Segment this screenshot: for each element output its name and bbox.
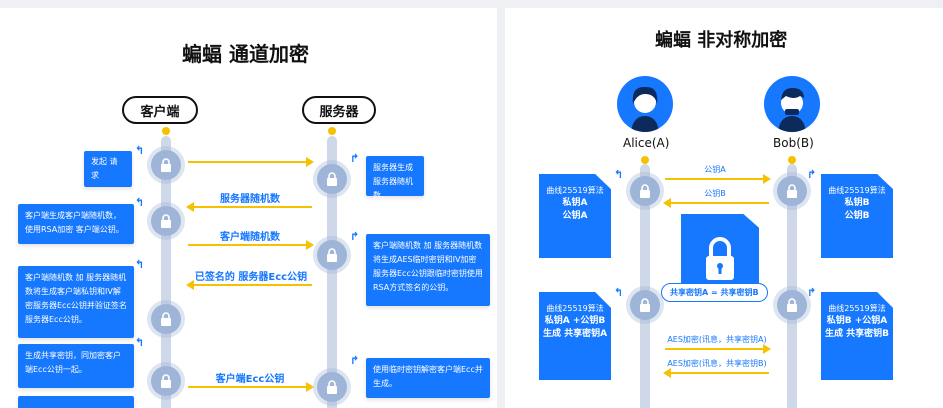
arrow-label-public-key-a: 公钥A [704,165,726,174]
server-step-box: 客户端随机数 加 服务器随机数将生成AES临时密钥和IV加密服务器Ecc公钥跟临… [366,234,490,306]
server-track-start-dot [328,127,336,135]
lock-icon [313,160,351,198]
arrow-label-aes-a: AES加密(讯息，共享密钥A) [667,335,767,344]
lock-icon [147,146,185,184]
lock-icon [773,286,811,324]
request-arrow [188,157,314,167]
alice-track-start-dot [641,156,649,164]
channel-encryption-title: 蝙蝠 通道加密 [182,42,309,66]
server-random-arrow [186,202,312,212]
lock-icon [626,286,664,324]
arrow-label-signed-server-key: 已签名的 服务器Ecc公钥 [194,272,308,283]
public-key-a-arrow [665,174,771,184]
curved-arrow-icon: ↱ [350,152,360,165]
lock-icon [147,202,185,240]
aes-b-arrow [663,368,769,378]
curved-arrow-icon: ↱ [350,354,360,367]
doc-key-line: 私钥B +公钥A [826,316,888,326]
doc-algorithm: 曲线25519算法 [828,186,886,195]
bob-name: Bob(B) [773,136,814,150]
aes-a-arrow [665,344,771,354]
bob-avatar [764,76,820,132]
arrow-label-aes-b: AES加密(讯息，共享密钥B) [667,359,767,368]
client-step-box-partial [18,396,134,408]
curved-arrow-icon: ↱ [807,168,817,181]
server-label: 服务器 [302,96,376,124]
curved-arrow-icon: ↱ [350,230,360,243]
server-step-box: 服务器生成服务器随机数。 [366,156,424,200]
curved-arrow-icon: ↰ [135,258,145,271]
curved-arrow-icon: ↰ [614,286,624,299]
curved-arrow-icon: ↰ [135,336,145,349]
doc-key-line: 私钥B [844,198,870,208]
lock-icon [313,368,351,406]
doc-key-line: 生成 共享密钥B [825,329,889,339]
curved-arrow-icon: ↰ [135,144,145,157]
lock-icon [147,300,185,338]
client-step-box: 客户端生成客户端随机数，使用RSA加密 客户端公钥。 [18,204,134,244]
arrow-label-client-random: 客户端随机数 [220,232,280,243]
alice-avatar [617,76,673,132]
lock-icon [313,236,351,274]
server-step-box: 使用临时密钥解密客户端Ecc并生成。 [366,358,490,398]
doc-key-line: 公钥B [844,211,870,221]
doc-key-line: 公钥A [562,211,588,221]
client-ecc-key-arrow [188,382,314,392]
lock-icon [147,362,185,400]
lock-icon [773,172,811,210]
curved-arrow-icon: ↱ [807,286,817,299]
doc-algorithm: 曲线25519算法 [546,186,604,195]
public-key-b-arrow [663,198,769,208]
server-timeline [327,136,337,408]
doc-algorithm: 曲线25519算法 [546,304,604,313]
client-timeline [161,136,171,408]
alice-timeline [640,164,650,408]
asymmetric-encryption-panel: 蝙蝠 非对称加密 Alice(A) Bob(B) 公钥A 公钥B [505,8,943,408]
doc-key-line: 私钥A [562,198,588,208]
arrow-label-public-key-b: 公钥B [704,189,726,198]
asymmetric-encryption-title: 蝙蝠 非对称加密 [655,30,788,51]
client-step-box: 发起 请求 [84,151,132,187]
client-step-box: 客户端随机数 加 服务器随机数将生成客户端私钥和IV解密服务器Ecc公钥并验证签… [18,266,134,338]
bob-key-document: 曲线25519算法 私钥B 公钥B [821,174,893,258]
bob-timeline [787,164,797,408]
client-label: 客户端 [122,96,198,124]
bob-track-start-dot [788,156,796,164]
curved-arrow-icon: ↰ [135,196,145,209]
bob-shared-document: 曲线25519算法 私钥B +公钥A 生成 共享密钥B [821,292,893,380]
arrow-label-client-ecc-key: 客户端Ecc公钥 [215,374,285,385]
alice-key-document: 曲线25519算法 私钥A 公钥A [539,174,611,258]
client-random-arrow [188,240,314,250]
arrow-label-server-random: 服务器随机数 [220,194,280,205]
alice-shared-document: 曲线25519算法 私钥A +公钥B 生成 共享密钥A [539,292,611,380]
client-step-box: 生成共享密钥，同加密客户端Ecc公钥一起。 [18,344,134,388]
signed-server-key-arrow [186,280,312,290]
alice-name: Alice(A) [623,136,670,150]
doc-key-line: 私钥A +公钥B [544,316,606,326]
channel-encryption-panel: 蝙蝠 通道加密 客户端 服务器 服务器随机数 客户端随机数 已签名的 服务器Ec… [0,8,497,408]
shared-key-label: 共享密钥A = 共享密钥B [661,283,768,302]
curved-arrow-icon: ↰ [614,168,624,181]
doc-algorithm: 曲线25519算法 [828,304,886,313]
lock-icon [626,172,664,210]
client-track-start-dot [162,127,170,135]
doc-key-line: 生成 共享密钥A [542,329,608,339]
